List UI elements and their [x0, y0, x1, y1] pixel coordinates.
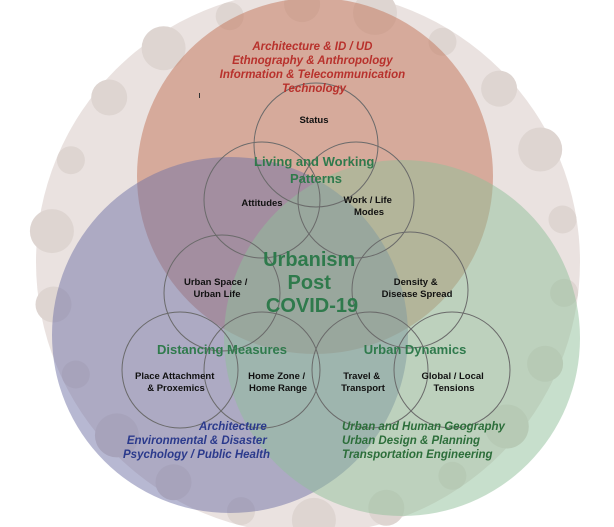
top-discipline-line: Information & Telecommunication [220, 69, 406, 81]
virus-spike [518, 127, 563, 172]
cluster-title-living-working: Living and Working Patterns [254, 154, 378, 186]
virus-spike [481, 70, 518, 107]
right-discipline-line: Urban and Human Geography [342, 421, 506, 433]
topic-circle-home [203, 311, 321, 429]
node-work-life-modes: Work / Life Modes [343, 195, 394, 218]
cluster-title-distancing: Distancing Measures [157, 342, 287, 357]
node-density: Density & Disease Spread [382, 277, 453, 300]
left-disciplines: Architecture Environmental & Disaster Ps… [123, 421, 270, 461]
topic-circle-urban-space [163, 234, 281, 352]
right-discipline-line: Urban Design & Planning [342, 435, 480, 447]
stray-mark [199, 93, 200, 98]
node-place-attachment: Place Attachment & Proxemics [135, 371, 217, 394]
topic-circle-global [393, 311, 511, 429]
virus-spike [29, 209, 74, 254]
virus-spike [56, 146, 85, 175]
left-discipline-line: Environmental & Disaster [127, 435, 267, 447]
topic-circles [121, 82, 511, 429]
node-urban-space: Urban Space / Urban Life [184, 277, 250, 300]
node-attitudes: Attitudes [241, 198, 282, 209]
virus-spike [91, 79, 128, 116]
circle-right-urban-dynamics [224, 160, 580, 516]
center-title: Urbanism Post COVID-19 [263, 249, 361, 317]
virus-spike [141, 26, 186, 71]
topic-circle-work-life [297, 141, 415, 259]
node-global-local: Global / Local Tensions [422, 371, 487, 394]
node-travel: Travel & Transport [341, 371, 386, 394]
topic-circle-status [253, 82, 379, 208]
right-disciplines: Urban and Human Geography Urban Design &… [342, 421, 508, 461]
topic-circle-place [121, 311, 239, 429]
right-discipline-line: Transportation Engineering [342, 449, 493, 461]
top-disciplines: Architecture & ID / UD Ethnography & Ant… [220, 41, 409, 95]
cluster-title-urban-dynamics: Urban Dynamics [364, 342, 467, 357]
top-discipline-line: Ethnography & Anthropology [232, 55, 393, 67]
topic-circle-travel [311, 311, 429, 429]
left-discipline-line: Psychology / Public Health [123, 449, 270, 461]
top-discipline-line: Technology [282, 83, 347, 95]
virus-spike [291, 497, 336, 527]
top-discipline-line: Architecture & ID / UD [251, 41, 372, 53]
node-home-zone: Home Zone / Home Range [248, 371, 308, 394]
topic-circle-attitudes [203, 141, 321, 259]
virus-spike [548, 205, 577, 234]
left-discipline-line: Architecture [198, 421, 267, 433]
topic-circle-density [351, 231, 469, 349]
node-status: Status [299, 115, 328, 126]
